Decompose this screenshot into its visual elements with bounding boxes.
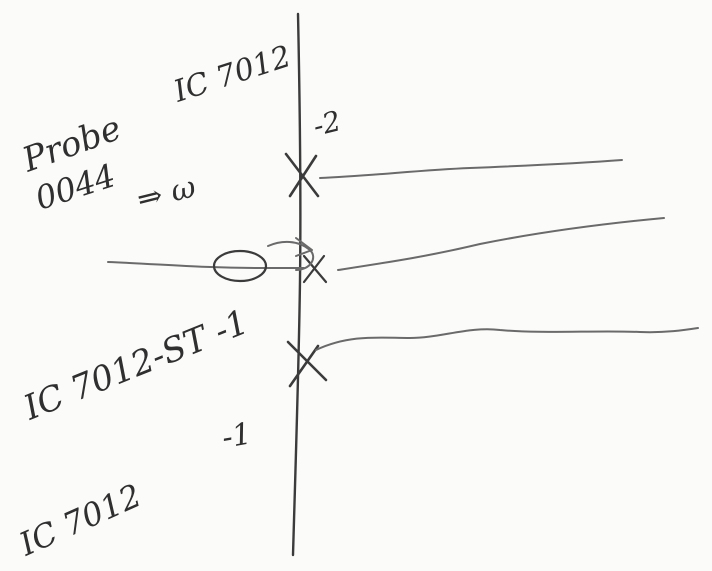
wavy-line-middle (338, 218, 664, 270)
lower-value-label: -1 (219, 416, 254, 456)
horizontal-probe-line (108, 262, 304, 268)
vertical-axis-line (293, 14, 300, 555)
bottom-id-label: IC 7012 (13, 476, 147, 563)
top-right-value-label: -2 (310, 104, 344, 143)
probe-text-line-3: ⇒ ω (133, 169, 199, 217)
middle-id-label: IC 7012-ST -1 (17, 302, 254, 429)
cross-mark-middle (304, 256, 326, 282)
probe-ellipse (214, 251, 266, 281)
top-left-id-label: IC 7012 (169, 39, 296, 110)
wavy-line-bottom (316, 328, 698, 350)
cross-mark-top (286, 154, 318, 196)
wavy-line-top (320, 160, 622, 178)
